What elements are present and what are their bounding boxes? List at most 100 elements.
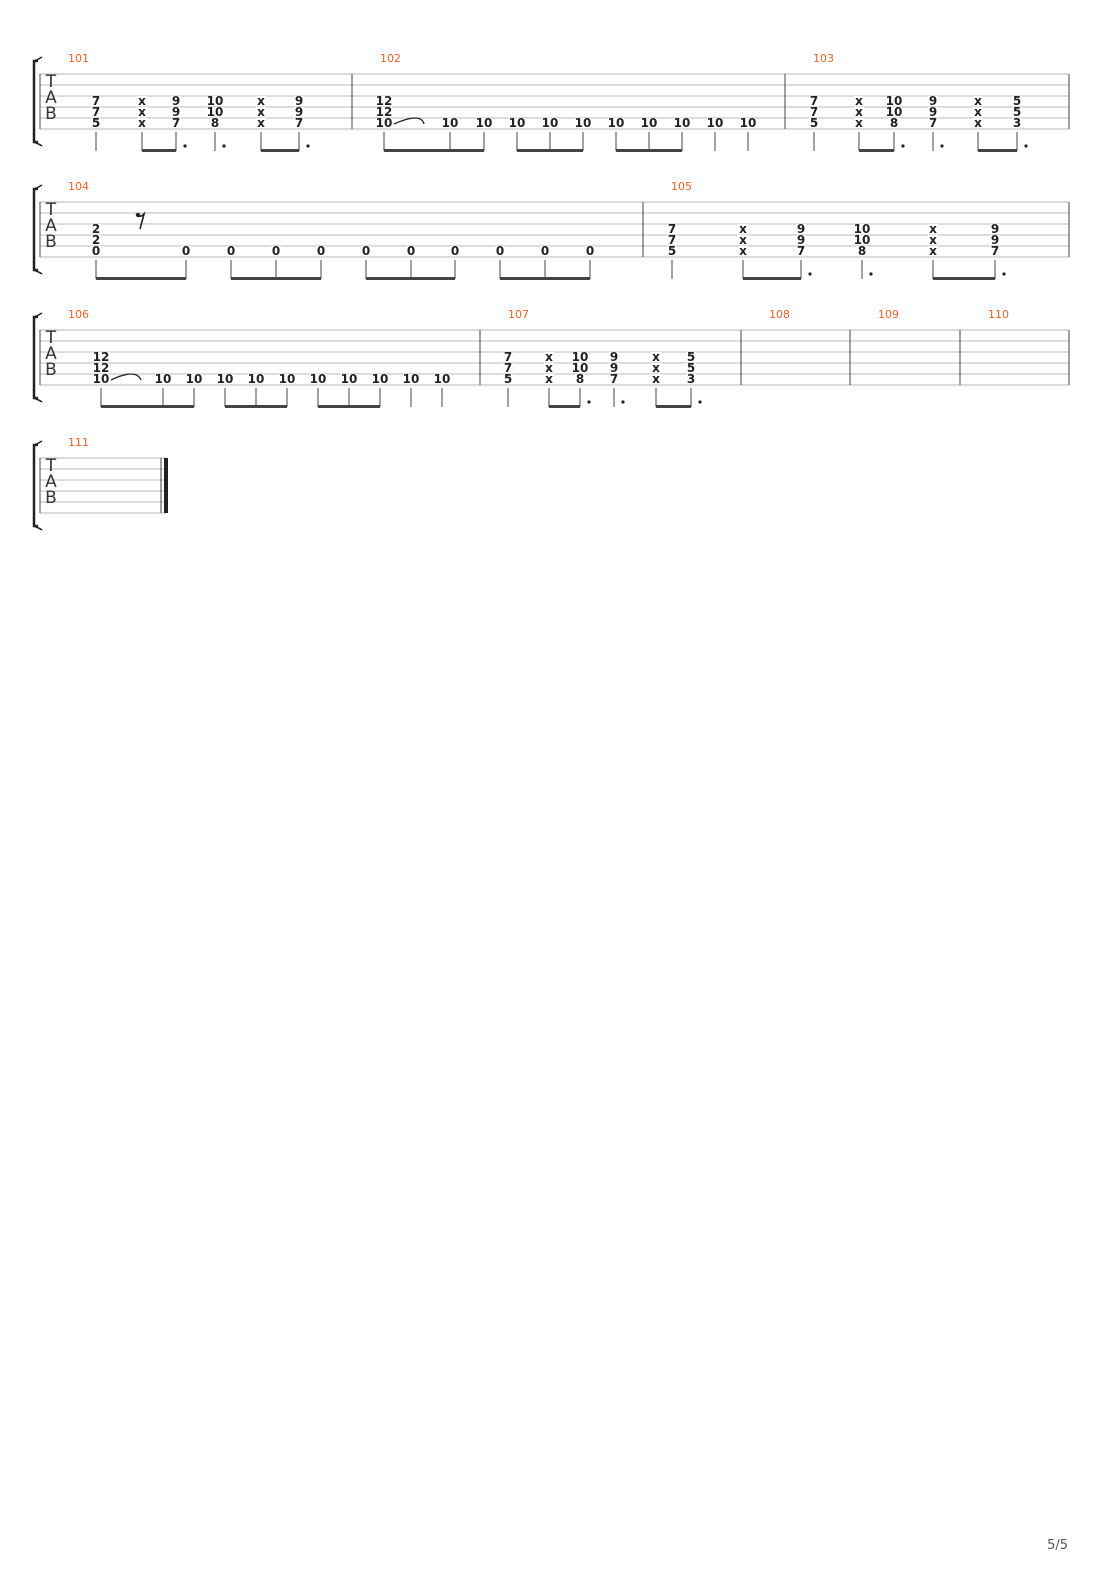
fret-number: 7: [668, 233, 676, 247]
fret-number: 10: [542, 116, 559, 130]
fret-mask: [738, 235, 748, 245]
beam: [231, 277, 321, 280]
bracket-hook-top: [33, 184, 43, 190]
fret-mask: [210, 118, 220, 128]
fret-mask: [796, 246, 806, 256]
beam: [859, 149, 894, 152]
tab-clef-letter: T: [45, 72, 57, 92]
fret-number: 9: [797, 233, 805, 247]
fret-number: 7: [668, 222, 676, 236]
dot: [940, 144, 944, 148]
fret-mask: [226, 246, 236, 256]
final-barline-thick: [164, 458, 168, 513]
measure-number: 110: [988, 308, 1009, 321]
fret-number: 10: [93, 372, 110, 386]
fret-number: x: [974, 116, 982, 130]
fret-number: 5: [668, 244, 676, 258]
fret-number: 9: [172, 94, 180, 108]
fret-number: 3: [687, 372, 695, 386]
fret-mask: [434, 374, 450, 384]
fret-mask: [503, 352, 513, 362]
fret-number: 7: [295, 116, 303, 130]
fret-mask: [585, 246, 595, 256]
tab-clef-letter: B: [45, 488, 57, 508]
fret-number: x: [929, 244, 937, 258]
tab-clef-letter: A: [45, 344, 57, 364]
dot: [306, 144, 310, 148]
fret-number: 2: [92, 222, 100, 236]
fret-mask: [171, 96, 181, 106]
fret-mask: [854, 224, 870, 234]
fret-number: 10: [674, 116, 691, 130]
beam: [225, 405, 287, 408]
fret-mask: [248, 374, 264, 384]
beam: [500, 277, 590, 280]
fret-number: 7: [172, 116, 180, 130]
fret-number: 8: [890, 116, 898, 130]
fret-number: 10: [476, 116, 493, 130]
measure-number: 107: [508, 308, 529, 321]
fret-mask: [171, 107, 181, 117]
measure-number: 104: [68, 180, 89, 193]
measure-number: 102: [380, 52, 401, 65]
fret-mask: [91, 246, 101, 256]
fret-number: 10: [434, 372, 451, 386]
fret-mask: [674, 118, 690, 128]
fret-mask: [93, 352, 109, 362]
beam: [656, 405, 691, 408]
fret-mask: [641, 118, 657, 128]
measure-number: 103: [813, 52, 834, 65]
fret-number: 10: [207, 105, 224, 119]
fret-mask: [503, 363, 513, 373]
fret-mask: [990, 224, 1000, 234]
fret-mask: [279, 374, 295, 384]
fret-mask: [186, 374, 202, 384]
fret-number: 10: [341, 372, 358, 386]
fret-mask: [667, 224, 677, 234]
eighth-rest-stem: [137, 211, 146, 230]
beam: [101, 405, 194, 408]
fret-mask: [341, 374, 357, 384]
fret-number: x: [257, 116, 265, 130]
fret-mask: [294, 107, 304, 117]
fret-mask: [442, 118, 458, 128]
fret-number: 9: [929, 105, 937, 119]
fret-number: 12: [376, 105, 393, 119]
fret-mask: [294, 96, 304, 106]
dot: [1024, 144, 1028, 148]
fret-number: 10: [376, 116, 393, 130]
tab-clef-letter: B: [45, 104, 57, 124]
fret-number: 10: [403, 372, 420, 386]
fret-number: 7: [504, 361, 512, 375]
fret-mask: [609, 374, 619, 384]
fret-number: 9: [929, 94, 937, 108]
fret-mask: [854, 107, 864, 117]
fret-mask: [928, 118, 938, 128]
fret-mask: [544, 374, 554, 384]
fret-mask: [171, 118, 181, 128]
fret-number: 10: [608, 116, 625, 130]
fret-number: 0: [586, 244, 594, 258]
fret-number: 0: [227, 244, 235, 258]
fret-mask: [207, 96, 223, 106]
fret-number: 8: [576, 372, 584, 386]
fret-number: 9: [610, 350, 618, 364]
bracket-hook-bottom: [33, 141, 43, 147]
fret-number: 10: [854, 233, 871, 247]
fret-number: 5: [1013, 94, 1021, 108]
fret-mask: [738, 224, 748, 234]
fret-mask: [256, 96, 266, 106]
system-bracket: [32, 443, 38, 528]
fret-number: 10: [372, 372, 389, 386]
fret-mask: [217, 374, 233, 384]
fret-number: 7: [92, 105, 100, 119]
fret-mask: [809, 118, 819, 128]
fret-number: x: [929, 233, 937, 247]
fret-number: x: [652, 372, 660, 386]
fret-mask: [928, 107, 938, 117]
fret-number: 12: [93, 350, 110, 364]
beam: [96, 277, 186, 280]
system-bracket: [32, 187, 38, 272]
fret-mask: [738, 246, 748, 256]
system-bracket: [32, 315, 38, 400]
